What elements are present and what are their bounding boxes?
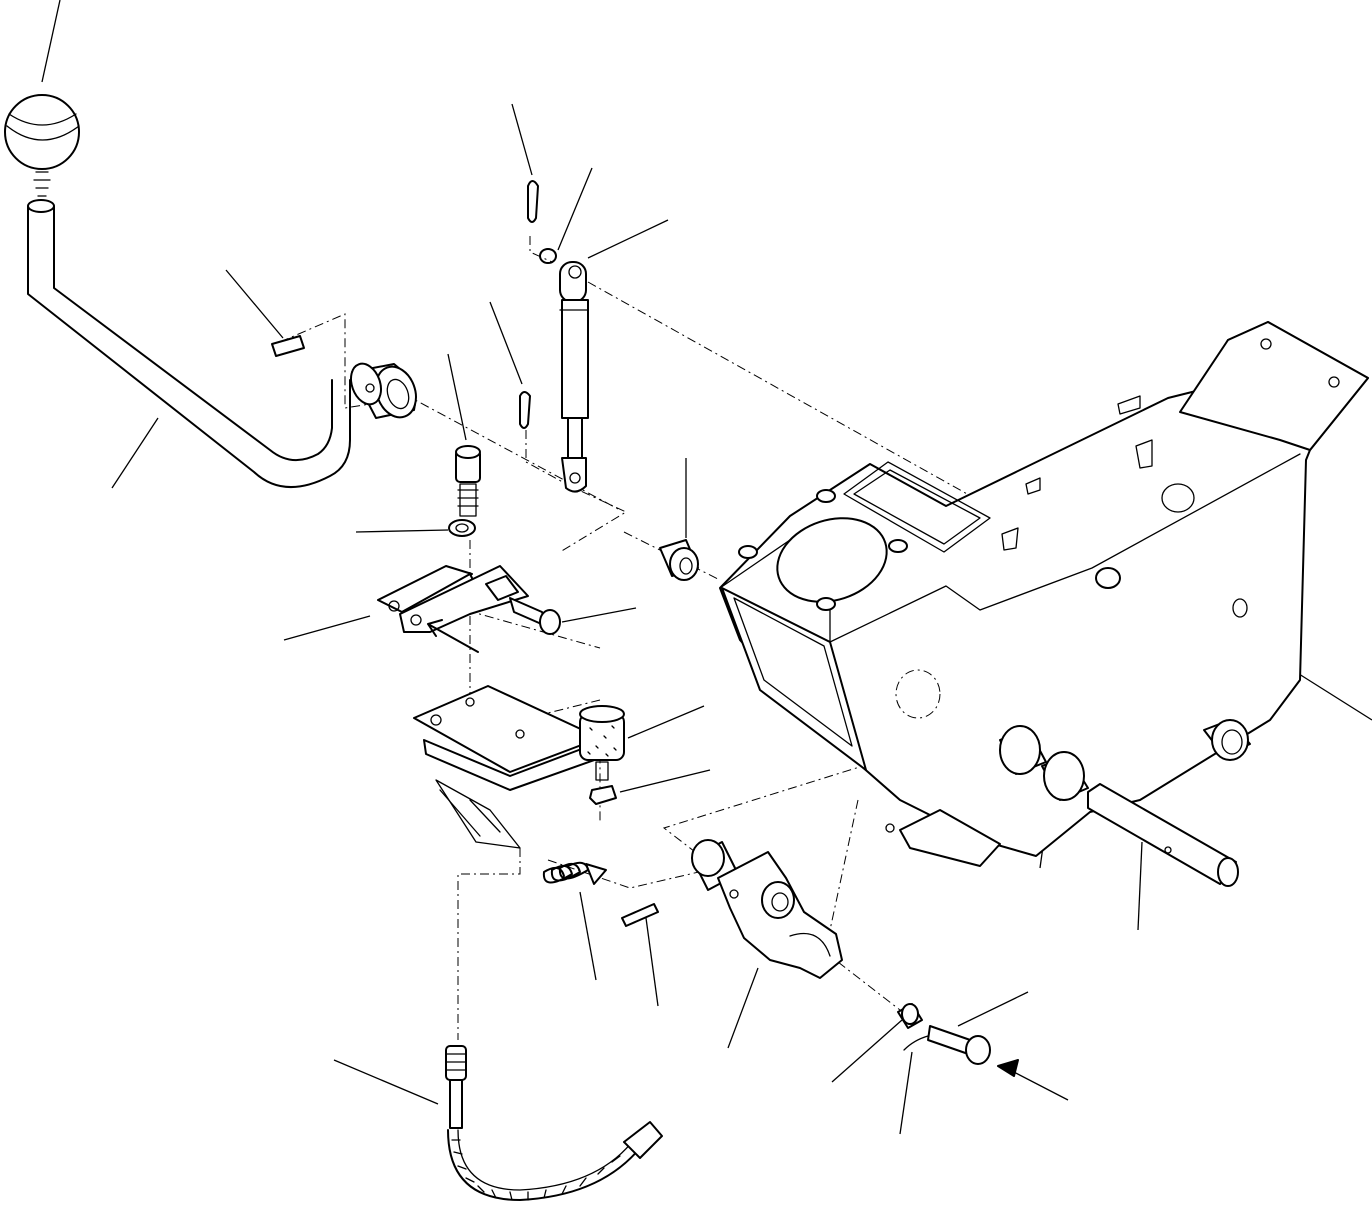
- clevis-pin: [509, 597, 561, 635]
- gas-spring: [519, 180, 589, 493]
- leader-spring: [579, 891, 597, 981]
- leader-gas-spring: [587, 219, 669, 259]
- small-pin: [621, 903, 659, 927]
- spring: [542, 861, 607, 885]
- leader-nut: [619, 769, 711, 793]
- leader-bracket: [283, 615, 371, 641]
- leader-arm: [727, 967, 759, 1049]
- pivot-shaft: [999, 725, 1239, 887]
- bracket: [377, 565, 529, 653]
- leader-arrow-pin: [1009, 1069, 1069, 1101]
- leader-clevis-pin: [561, 607, 637, 623]
- leader-cotter-pin-top: [511, 103, 533, 176]
- leader-split-pin: [899, 1051, 913, 1135]
- arrow-head-pin: [997, 1059, 1019, 1077]
- control-cable: [445, 1045, 663, 1201]
- knob: [4, 94, 80, 197]
- shift-lever: [27, 199, 417, 488]
- cam-arm: [691, 839, 843, 979]
- base-plate: [413, 685, 601, 849]
- leader-collar: [831, 1019, 903, 1083]
- leader-lever: [111, 417, 159, 489]
- leader-bolt: [447, 353, 467, 441]
- leader-small-pin: [645, 917, 659, 1007]
- leader-lines: [41, 0, 1372, 1135]
- leader-washer: [355, 529, 449, 533]
- roll-pin: [271, 335, 305, 357]
- leader-washer-top: [557, 167, 593, 251]
- bushing: [659, 539, 699, 581]
- collar-pin: [897, 1003, 991, 1065]
- leader-cotter-pin-mid: [489, 301, 523, 385]
- leader-stopper: [627, 705, 705, 739]
- leader-clevis-pin-bottom: [957, 991, 1029, 1027]
- leader-cable: [333, 1059, 439, 1105]
- leader-shaft: [1137, 841, 1143, 931]
- leader-roll-pin: [225, 269, 284, 339]
- bolt-washer: [448, 445, 481, 537]
- rubber-stopper: [579, 705, 625, 805]
- leader-knob: [41, 0, 61, 83]
- main-frame: [719, 321, 1369, 867]
